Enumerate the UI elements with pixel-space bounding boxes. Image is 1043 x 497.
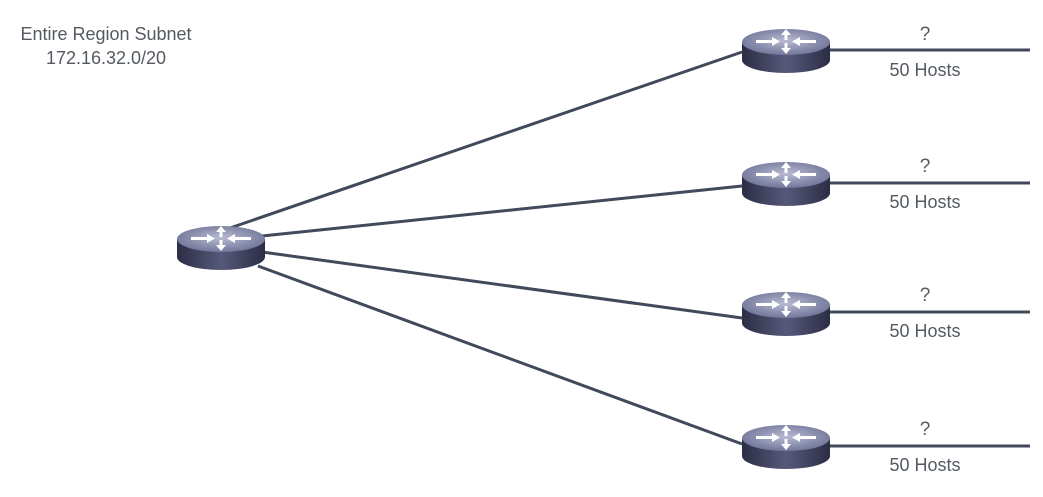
link-branch-2 xyxy=(261,184,743,238)
link-branch-4 xyxy=(257,264,743,446)
branch-4-subnet: ? xyxy=(920,419,931,440)
branch-router-3-icon[interactable] xyxy=(742,292,830,336)
region-title: Entire Region Subnet xyxy=(20,24,191,44)
branch-router-2-icon[interactable] xyxy=(742,162,830,206)
link-branch-3 xyxy=(261,250,743,320)
branch-3-subnet: ? xyxy=(920,285,931,306)
region-subnet: 172.16.32.0/20 xyxy=(46,48,166,68)
branch-2-hosts: 50 Hosts xyxy=(889,192,960,212)
branch-1-subnet: ? xyxy=(920,24,931,45)
branch-4-hosts: 50 Hosts xyxy=(889,455,960,475)
branch-router-4-icon[interactable] xyxy=(742,425,830,469)
core-router-icon[interactable] xyxy=(177,226,265,270)
branch-1-hosts: 50 Hosts xyxy=(889,60,960,80)
link-branch-1 xyxy=(229,50,743,230)
branch-3-hosts: 50 Hosts xyxy=(889,321,960,341)
branch-router-1-icon[interactable] xyxy=(742,29,830,73)
branch-2-subnet: ? xyxy=(920,156,931,177)
